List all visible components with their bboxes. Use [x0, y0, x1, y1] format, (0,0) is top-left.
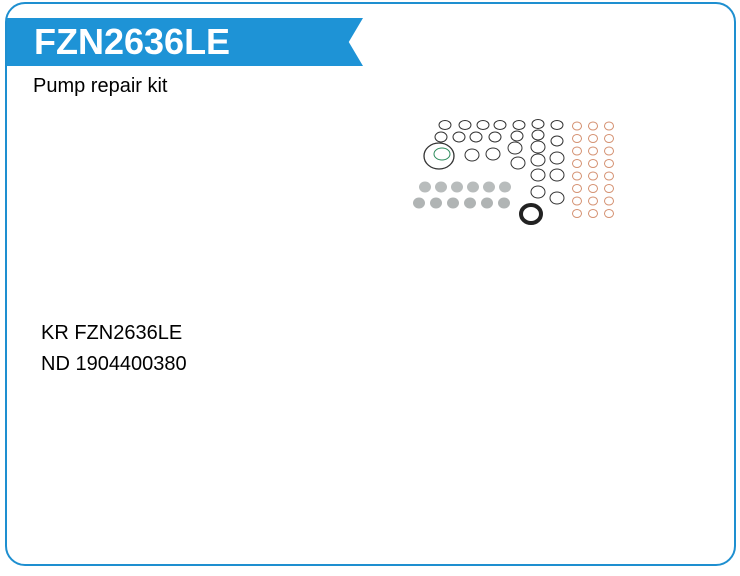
o-ring [423, 142, 455, 170]
copper-washer [572, 121, 582, 131]
o-ring [530, 185, 546, 199]
filter-screen [481, 197, 493, 209]
copper-washer [604, 159, 614, 168]
copper-washer [572, 146, 582, 156]
filter-screen [435, 181, 447, 193]
copper-washer [588, 121, 598, 131]
copper-washer [572, 196, 582, 206]
o-ring [493, 120, 507, 130]
product-description: Pump repair kit [33, 75, 168, 97]
copper-washer [588, 209, 598, 218]
copper-washer [572, 184, 582, 193]
copper-washer [572, 171, 582, 181]
o-ring [434, 131, 448, 143]
o-ring [549, 151, 565, 165]
copper-washer [604, 196, 614, 206]
copper-washer [604, 121, 614, 131]
o-ring [469, 131, 483, 143]
o-ring [530, 168, 546, 182]
copper-washer [604, 184, 614, 193]
o-ring [464, 148, 480, 162]
filter-screen [413, 197, 425, 209]
filter-screen [498, 197, 510, 209]
o-ring [549, 168, 565, 182]
copper-washer [588, 134, 598, 143]
reference-kr: KR FZN2636LE [41, 322, 183, 344]
copper-washer [588, 159, 598, 168]
o-ring [485, 147, 501, 161]
copper-washer [604, 171, 614, 181]
o-ring [530, 153, 546, 167]
o-ring [550, 135, 564, 147]
copper-washer [604, 146, 614, 156]
copper-washer [588, 196, 598, 206]
filter-screen [464, 197, 476, 209]
copper-washer [588, 184, 598, 193]
reference-nd: ND 1904400380 [41, 353, 187, 375]
o-ring [550, 120, 564, 130]
copper-washer [572, 159, 582, 168]
filter-screen [467, 181, 479, 193]
seal-kit-photo-icon [413, 119, 614, 225]
product-card-frame [5, 2, 736, 566]
copper-washer [572, 209, 582, 218]
copper-washer [604, 209, 614, 218]
o-ring [476, 120, 490, 130]
filter-screen [499, 181, 511, 193]
copper-washer [604, 134, 614, 143]
filter-screen [430, 197, 442, 209]
copper-washer [588, 171, 598, 181]
o-ring [510, 156, 526, 170]
filter-screen [483, 181, 495, 193]
o-ring [452, 131, 466, 143]
filter-screen [451, 181, 463, 193]
green-o-ring [433, 147, 451, 161]
o-ring [549, 191, 565, 205]
title-banner [7, 18, 363, 66]
o-ring [512, 120, 526, 130]
copper-washer [588, 146, 598, 156]
o-ring [458, 120, 472, 130]
copper-washer [572, 134, 582, 143]
filter-screen [419, 181, 431, 193]
o-ring [507, 141, 523, 155]
o-ring [531, 129, 545, 141]
o-ring [510, 130, 524, 142]
o-ring [531, 119, 545, 129]
shaft-seal [519, 203, 543, 225]
o-ring [438, 120, 452, 130]
o-ring [530, 140, 546, 154]
filter-screen [447, 197, 459, 209]
product-code-title: FZN2636LE [34, 21, 231, 62]
o-ring [488, 131, 502, 143]
